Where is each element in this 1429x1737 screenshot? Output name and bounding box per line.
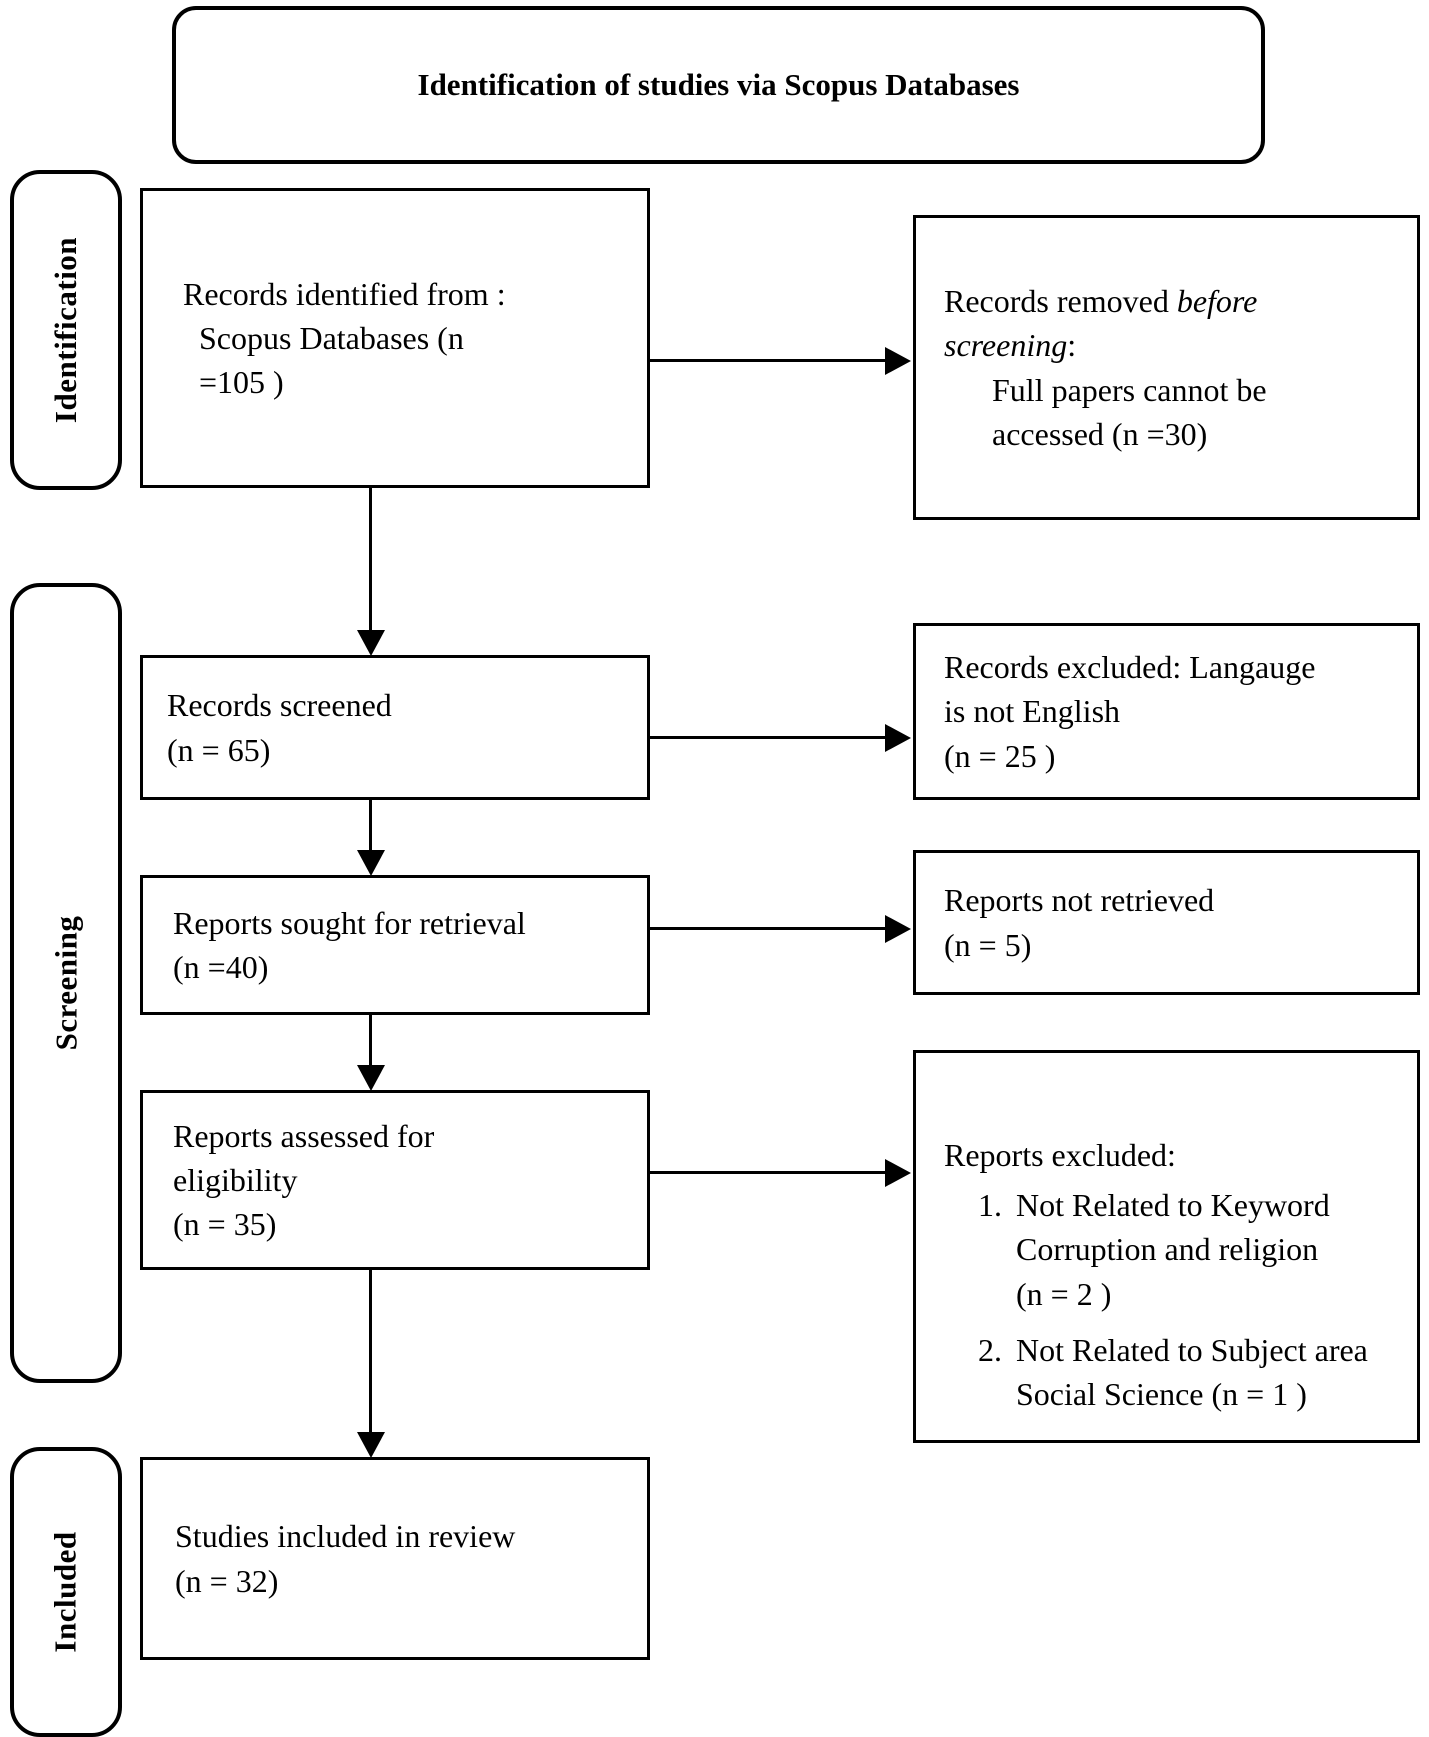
arrow-screened-to-excluded [650,736,885,739]
box-records-screened: Records screened (n = 65) [140,655,650,800]
phase-label-included-text: Included [48,1531,84,1653]
box-studies-included: Studies included in review (n = 32) [140,1457,650,1660]
phase-label-screening-text: Screening [48,915,83,1051]
box-reports-sought: Reports sought for retrieval (n =40) [140,875,650,1015]
box-records-excluded-language-text: Records excluded: Langauge is not Englis… [944,649,1316,774]
arrow-identified-to-removed [650,359,885,362]
box-reports-assessed-text: Reports assessed for eligibility (n = 35… [173,1117,435,1243]
reports-excluded-item-1: Not Related to Keyword Corruption and re… [1010,1183,1429,1315]
arrow-sought-to-notretrieved [650,927,885,930]
box-reports-not-retrieved: Reports not retrieved (n = 5) [913,850,1420,995]
box-records-identified: Records identified from : Scopus Databas… [140,188,650,488]
box-reports-excluded: Reports excluded: Not Related to Keyword… [913,1050,1420,1443]
box-records-removed-text: Records removed before screening: [944,279,1367,367]
arrow-identified-to-screened [369,487,372,630]
phase-label-included: Included [10,1447,122,1737]
box-records-removed: Records removed before screening: Full p… [913,215,1420,520]
records-removed-suffix: : [1067,327,1077,364]
phase-label-identification: Identification [10,170,122,490]
box-reports-not-retrieved-text: Reports not retrieved (n = 5) [944,882,1215,963]
phase-label-screening: Screening [10,583,122,1383]
box-studies-included-text: Studies included in review (n = 32) [175,1518,516,1599]
box-records-identified-text: Records identified from : Scopus Databas… [183,275,506,401]
arrow-assessed-to-excluded [650,1171,885,1174]
reports-excluded-list: Not Related to Keyword Corruption and re… [944,1183,1429,1416]
box-records-screened-text: Records screened (n = 65) [167,687,392,768]
arrow-assessed-to-included [369,1270,372,1432]
diagram-title: Identification of studies via Scopus Dat… [417,67,1020,102]
phase-label-identification-text: Identification [48,236,83,424]
arrow-sought-to-assessed [369,1015,372,1065]
records-removed-italic: before screening [944,283,1258,364]
records-removed-prefix: Records removed [944,283,1177,320]
box-records-removed-detail: Full papers cannot be accessed (n =30) [992,371,1267,452]
reports-excluded-item-2: Not Related to Subject area Social Scien… [1010,1328,1429,1416]
box-reports-sought-text: Reports sought for retrieval (n =40) [173,904,526,985]
box-records-excluded-language: Records excluded: Langauge is not Englis… [913,623,1420,800]
arrow-screened-to-sought [369,800,372,850]
box-reports-excluded-heading: Reports excluded: [944,1137,1176,1174]
diagram-title-box: Identification of studies via Scopus Dat… [172,6,1265,164]
box-reports-assessed: Reports assessed for eligibility (n = 35… [140,1090,650,1270]
